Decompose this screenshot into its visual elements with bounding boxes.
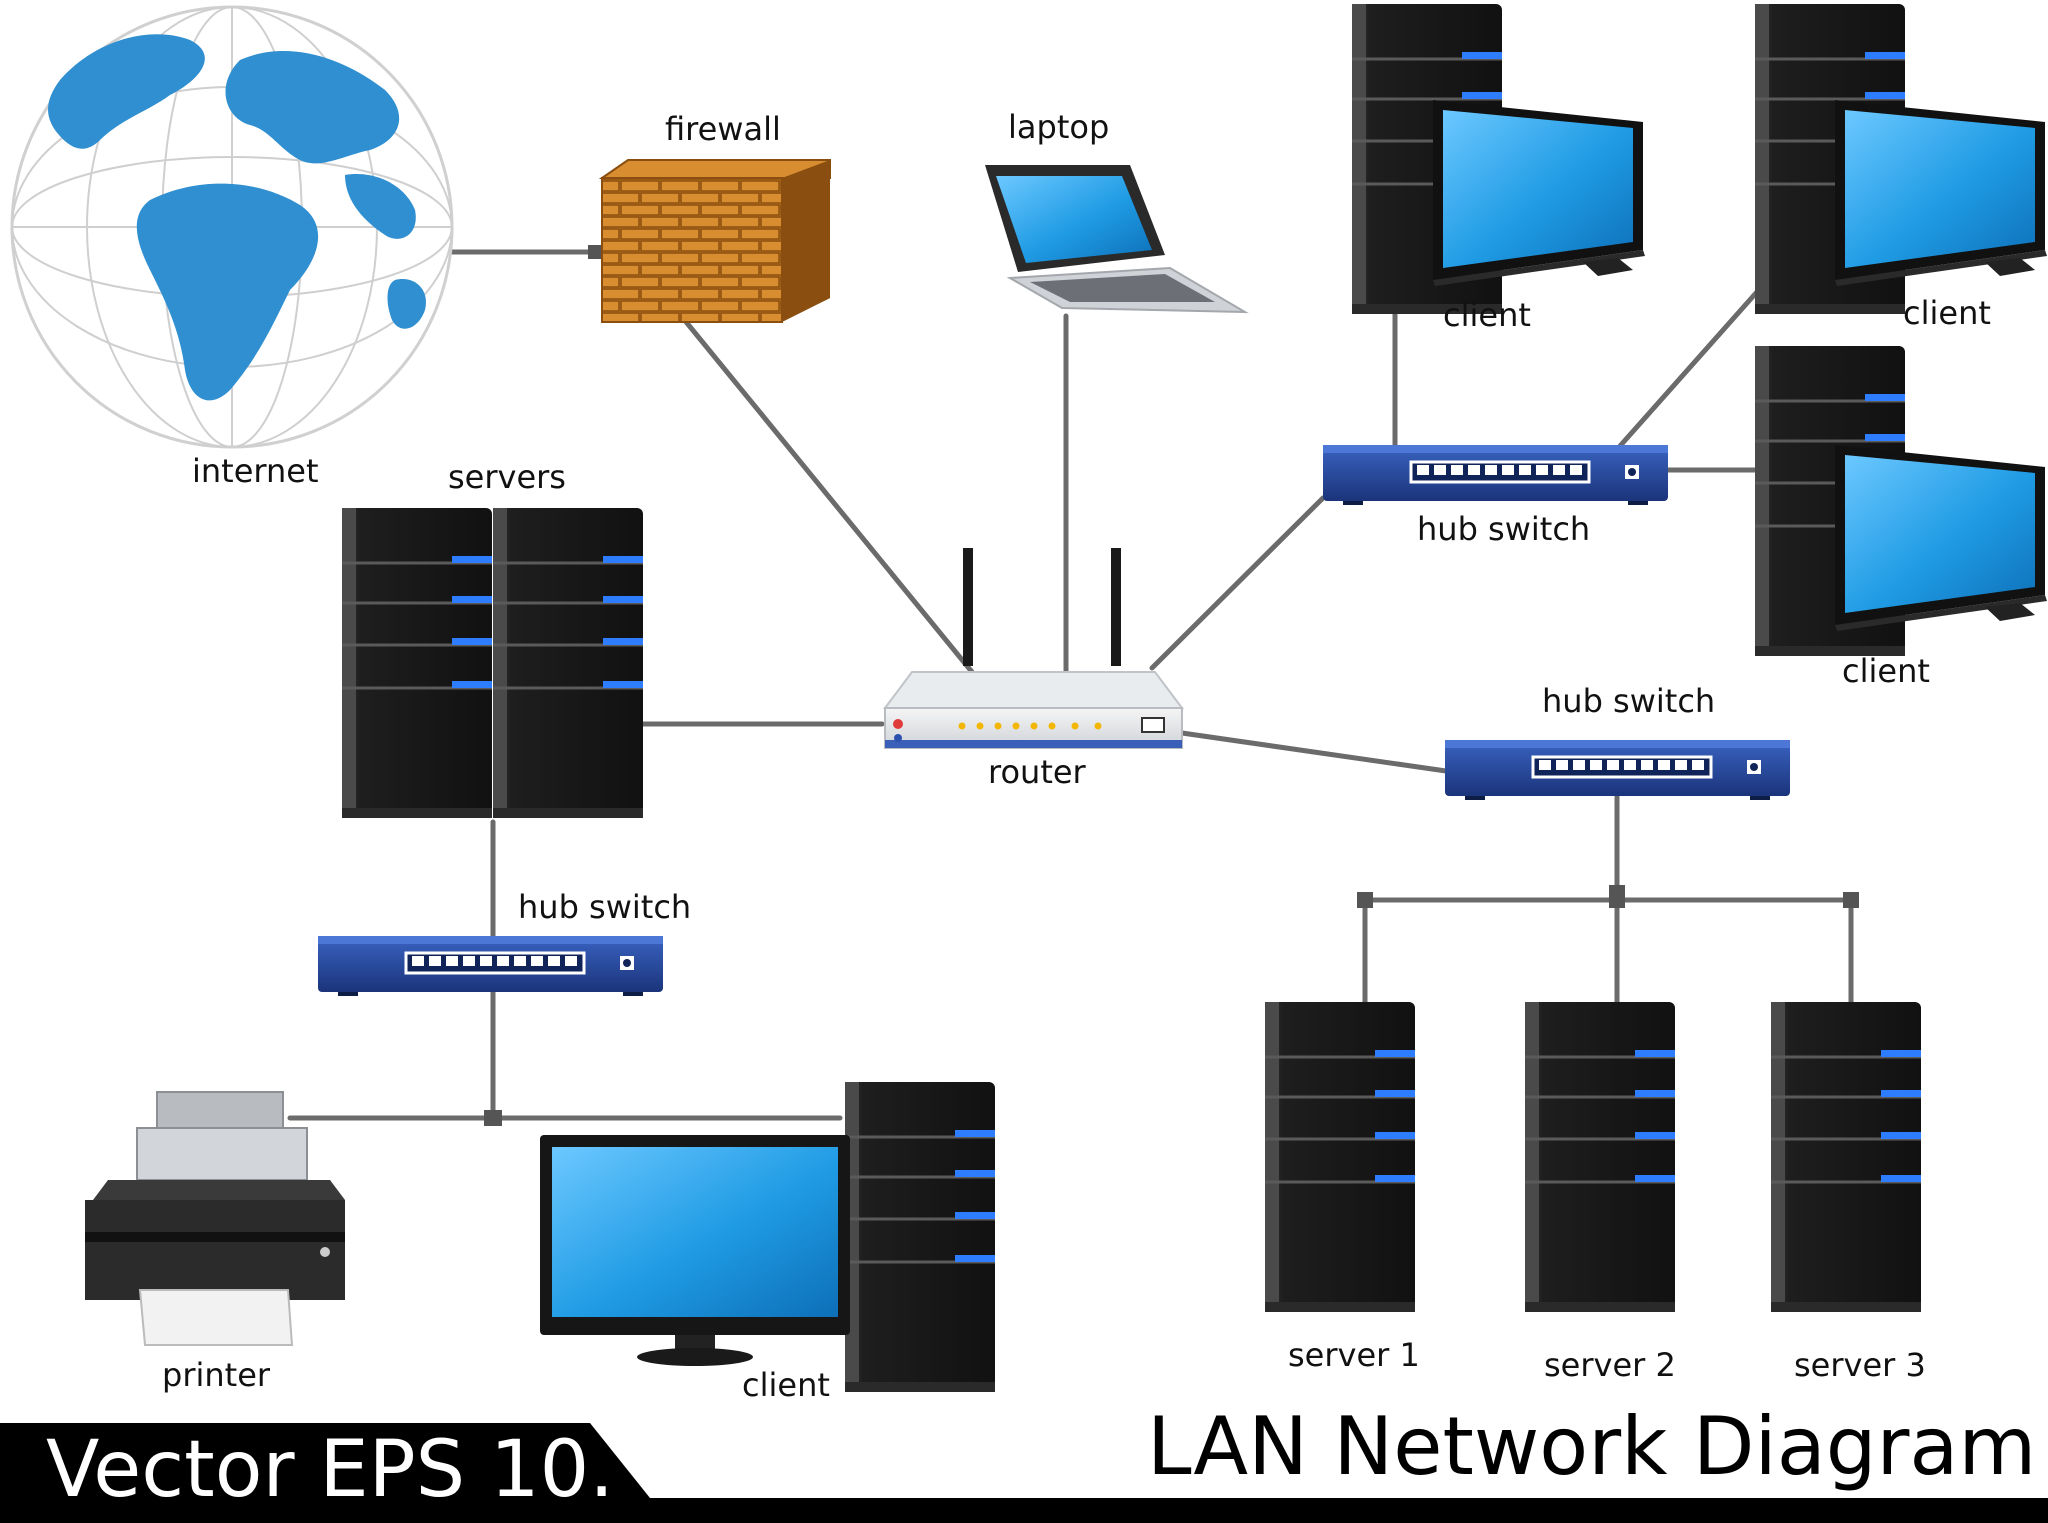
internet-label: internet (192, 452, 319, 490)
hub-switch-top-label: hub switch (1417, 510, 1590, 548)
server-2-icon (1523, 1000, 1677, 1314)
cable-connectors (484, 245, 1859, 1126)
cables (287, 249, 1854, 1123)
client-top-2-label: client (1903, 294, 1991, 332)
client-top-1-icon (1350, 2, 1645, 316)
hub-switch-right-label: hub switch (1542, 682, 1715, 720)
client-bottom-label: client (742, 1366, 830, 1404)
client-bottom-icon (540, 1080, 997, 1394)
client-right-icon (1753, 344, 2047, 658)
client-top-1-label: client (1443, 296, 1531, 334)
page-title: LAN Network Diagram (1147, 1400, 2036, 1493)
hub-switch-top-icon (1321, 443, 1670, 507)
router-label: router (988, 753, 1087, 791)
servers-label: servers (448, 458, 566, 496)
vector-banner (0, 1423, 2048, 1523)
printer-label: printer (162, 1356, 271, 1394)
router-icon (883, 548, 1184, 749)
hub-switch-right-icon (1443, 738, 1792, 802)
hub-switch-left-label: hub switch (518, 888, 691, 926)
client-right-label: client (1842, 652, 1930, 690)
firewall-icon (598, 159, 831, 323)
server-3-label: server 3 (1794, 1346, 1926, 1384)
banner-text: Vector EPS 10. (46, 1425, 614, 1515)
hub-switch-left-icon (316, 934, 665, 998)
server-1-icon (1263, 1000, 1417, 1314)
client-top-2-icon (1753, 2, 2047, 316)
servers-icon (340, 506, 645, 820)
internet-globe-icon (10, 5, 454, 449)
laptop-label: laptop (1008, 108, 1109, 146)
printer-icon (85, 1091, 345, 1346)
server-2-label: server 2 (1544, 1346, 1676, 1384)
firewall-label: firewall (665, 110, 781, 148)
laptop-icon (985, 165, 1249, 314)
server-3-icon (1769, 1000, 1923, 1314)
server-1-label: server 1 (1288, 1336, 1420, 1374)
